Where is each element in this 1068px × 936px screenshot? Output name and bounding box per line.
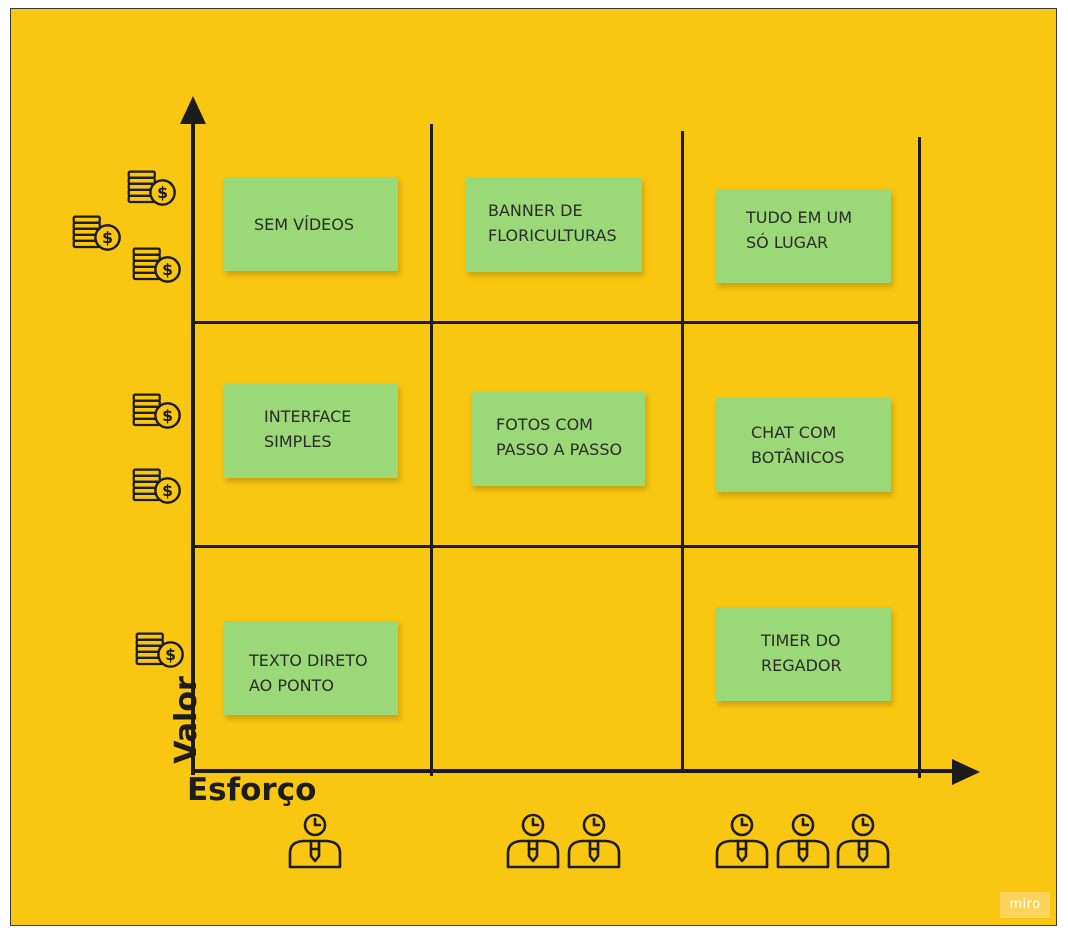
sticky-note-interface-simples[interactable]: INTERFACE SIMPLES <box>224 384 398 478</box>
sticky-note-text: TEXTO DIRETO AO PONTO <box>249 651 368 695</box>
sticky-note-text: FOTOS COM PASSO A PASSO <box>496 415 623 459</box>
sticky-note-text: TIMER DO REGADOR <box>761 631 842 675</box>
grid-vline-1 <box>430 124 433 776</box>
sticky-note-tudo-em-um[interactable]: TUDO EM UM SÓ LUGAR <box>716 189 891 283</box>
coin-stack-dollar-icon <box>132 390 184 434</box>
x-axis-line <box>191 769 958 773</box>
x-axis-label: Esforço <box>187 772 317 808</box>
sticky-note-text: SEM VÍDEOS <box>254 214 354 234</box>
sticky-note-banner-floriculturas[interactable]: BANNER DE FLORICULTURAS <box>466 178 642 272</box>
coin-stack-dollar-icon <box>132 465 184 509</box>
x-axis-arrow-icon <box>952 759 980 785</box>
grid-hline-2 <box>193 545 919 548</box>
y-axis-label: Valor <box>169 676 204 764</box>
worker-clock-icon <box>775 813 831 869</box>
worker-clock-icon <box>287 813 343 869</box>
sticky-note-text: BANNER DE FLORICULTURAS <box>488 201 617 245</box>
sticky-note-text: INTERFACE SIMPLES <box>264 407 352 451</box>
grid-vline-3 <box>918 137 921 778</box>
y-axis-line <box>191 118 195 775</box>
coin-stack-dollar-icon <box>127 167 179 211</box>
coin-stack-dollar-icon <box>72 212 124 256</box>
coin-stack-dollar-icon <box>135 629 187 673</box>
miro-watermark: miro <box>1000 892 1050 918</box>
worker-clock-icon <box>505 813 561 869</box>
grid-vline-2 <box>681 131 684 773</box>
sticky-note-fotos-passo[interactable]: FOTOS COM PASSO A PASSO <box>471 392 645 486</box>
sticky-note-text: CHAT COM BOTÂNICOS <box>751 423 845 467</box>
sticky-note-texto-direto[interactable]: TEXTO DIRETO AO PONTO <box>224 621 398 715</box>
worker-clock-icon <box>714 813 770 869</box>
worker-clock-icon <box>566 813 622 869</box>
y-axis-arrow-icon <box>180 96 206 124</box>
sticky-note-sem-videos[interactable]: SEM VÍDEOS <box>224 177 398 271</box>
sticky-note-chat-botanicos[interactable]: CHAT COM BOTÂNICOS <box>716 398 891 492</box>
sticky-note-text: TUDO EM UM SÓ LUGAR <box>746 208 852 252</box>
coin-stack-dollar-icon <box>132 244 184 288</box>
worker-clock-icon <box>835 813 891 869</box>
sticky-note-timer-regador[interactable]: TIMER DO REGADOR <box>716 607 891 701</box>
grid-hline-1 <box>193 321 919 324</box>
